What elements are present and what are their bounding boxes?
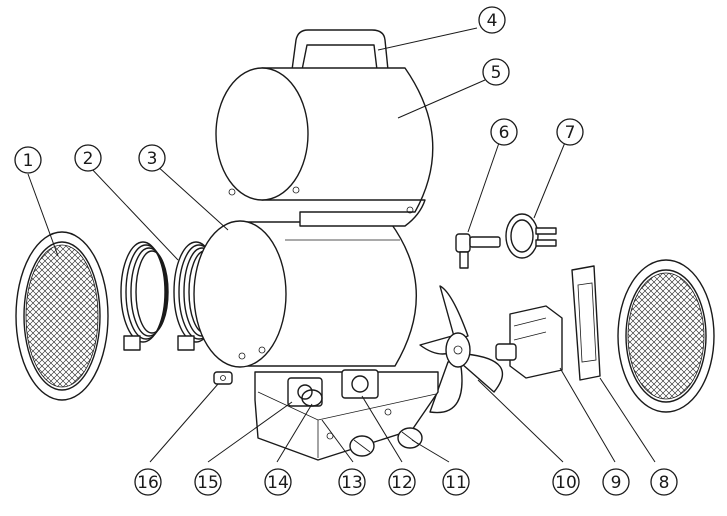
outer-shell [215, 67, 434, 227]
callout-number-3: 3 [147, 149, 158, 169]
callout-circle-12 [388, 468, 416, 496]
fan-blade [419, 285, 504, 414]
callout-number-11: 11 [445, 473, 467, 493]
front-grille [15, 231, 109, 401]
callout-number-6: 6 [499, 123, 510, 143]
callout-number-2: 2 [83, 149, 94, 169]
switch-14 [301, 389, 323, 407]
small-clip [213, 371, 233, 385]
switch-knob [455, 233, 501, 269]
carry-handle [291, 29, 389, 71]
callout-number-16: 16 [137, 473, 159, 493]
motor-bracket [571, 265, 601, 381]
lower-housing-cylinder [193, 220, 418, 368]
knob-13 [349, 435, 375, 457]
fan-motor [495, 305, 563, 379]
callout-circle-14 [264, 468, 292, 496]
callout-circle-7 [556, 118, 584, 146]
callout-circle-11 [442, 468, 470, 496]
knob-11 [397, 427, 423, 449]
callout-circle-9 [602, 468, 630, 496]
thermostat-12 [341, 369, 379, 399]
callout-circle-15 [194, 468, 222, 496]
callout-number-5: 5 [491, 63, 502, 83]
callout-number-4: 4 [487, 11, 498, 31]
callout-number-9: 9 [611, 473, 622, 493]
rear-grille [617, 259, 715, 413]
callout-circle-13 [338, 468, 366, 496]
callout-circle-16 [134, 468, 162, 496]
callout-circle-2 [74, 144, 102, 172]
callout-number-13: 13 [341, 473, 363, 493]
callout-number-12: 12 [391, 473, 413, 493]
callout-circle-1 [14, 146, 42, 174]
callout-number-1: 1 [23, 151, 34, 171]
callout-number-7: 7 [565, 123, 576, 143]
callout-number-8: 8 [659, 473, 670, 493]
callout-number-15: 15 [197, 473, 219, 493]
callout-circle-3 [138, 144, 166, 172]
leader-lines [27, 27, 656, 463]
callout-circle-6 [490, 118, 518, 146]
callout-circle-4 [478, 6, 506, 34]
thermostat [505, 213, 557, 259]
callout-circle-10 [552, 468, 580, 496]
callout-circle-5 [482, 58, 510, 86]
callout-number-10: 10 [555, 473, 577, 493]
callout-number-14: 14 [267, 473, 289, 493]
callout-circle-8 [650, 468, 678, 496]
